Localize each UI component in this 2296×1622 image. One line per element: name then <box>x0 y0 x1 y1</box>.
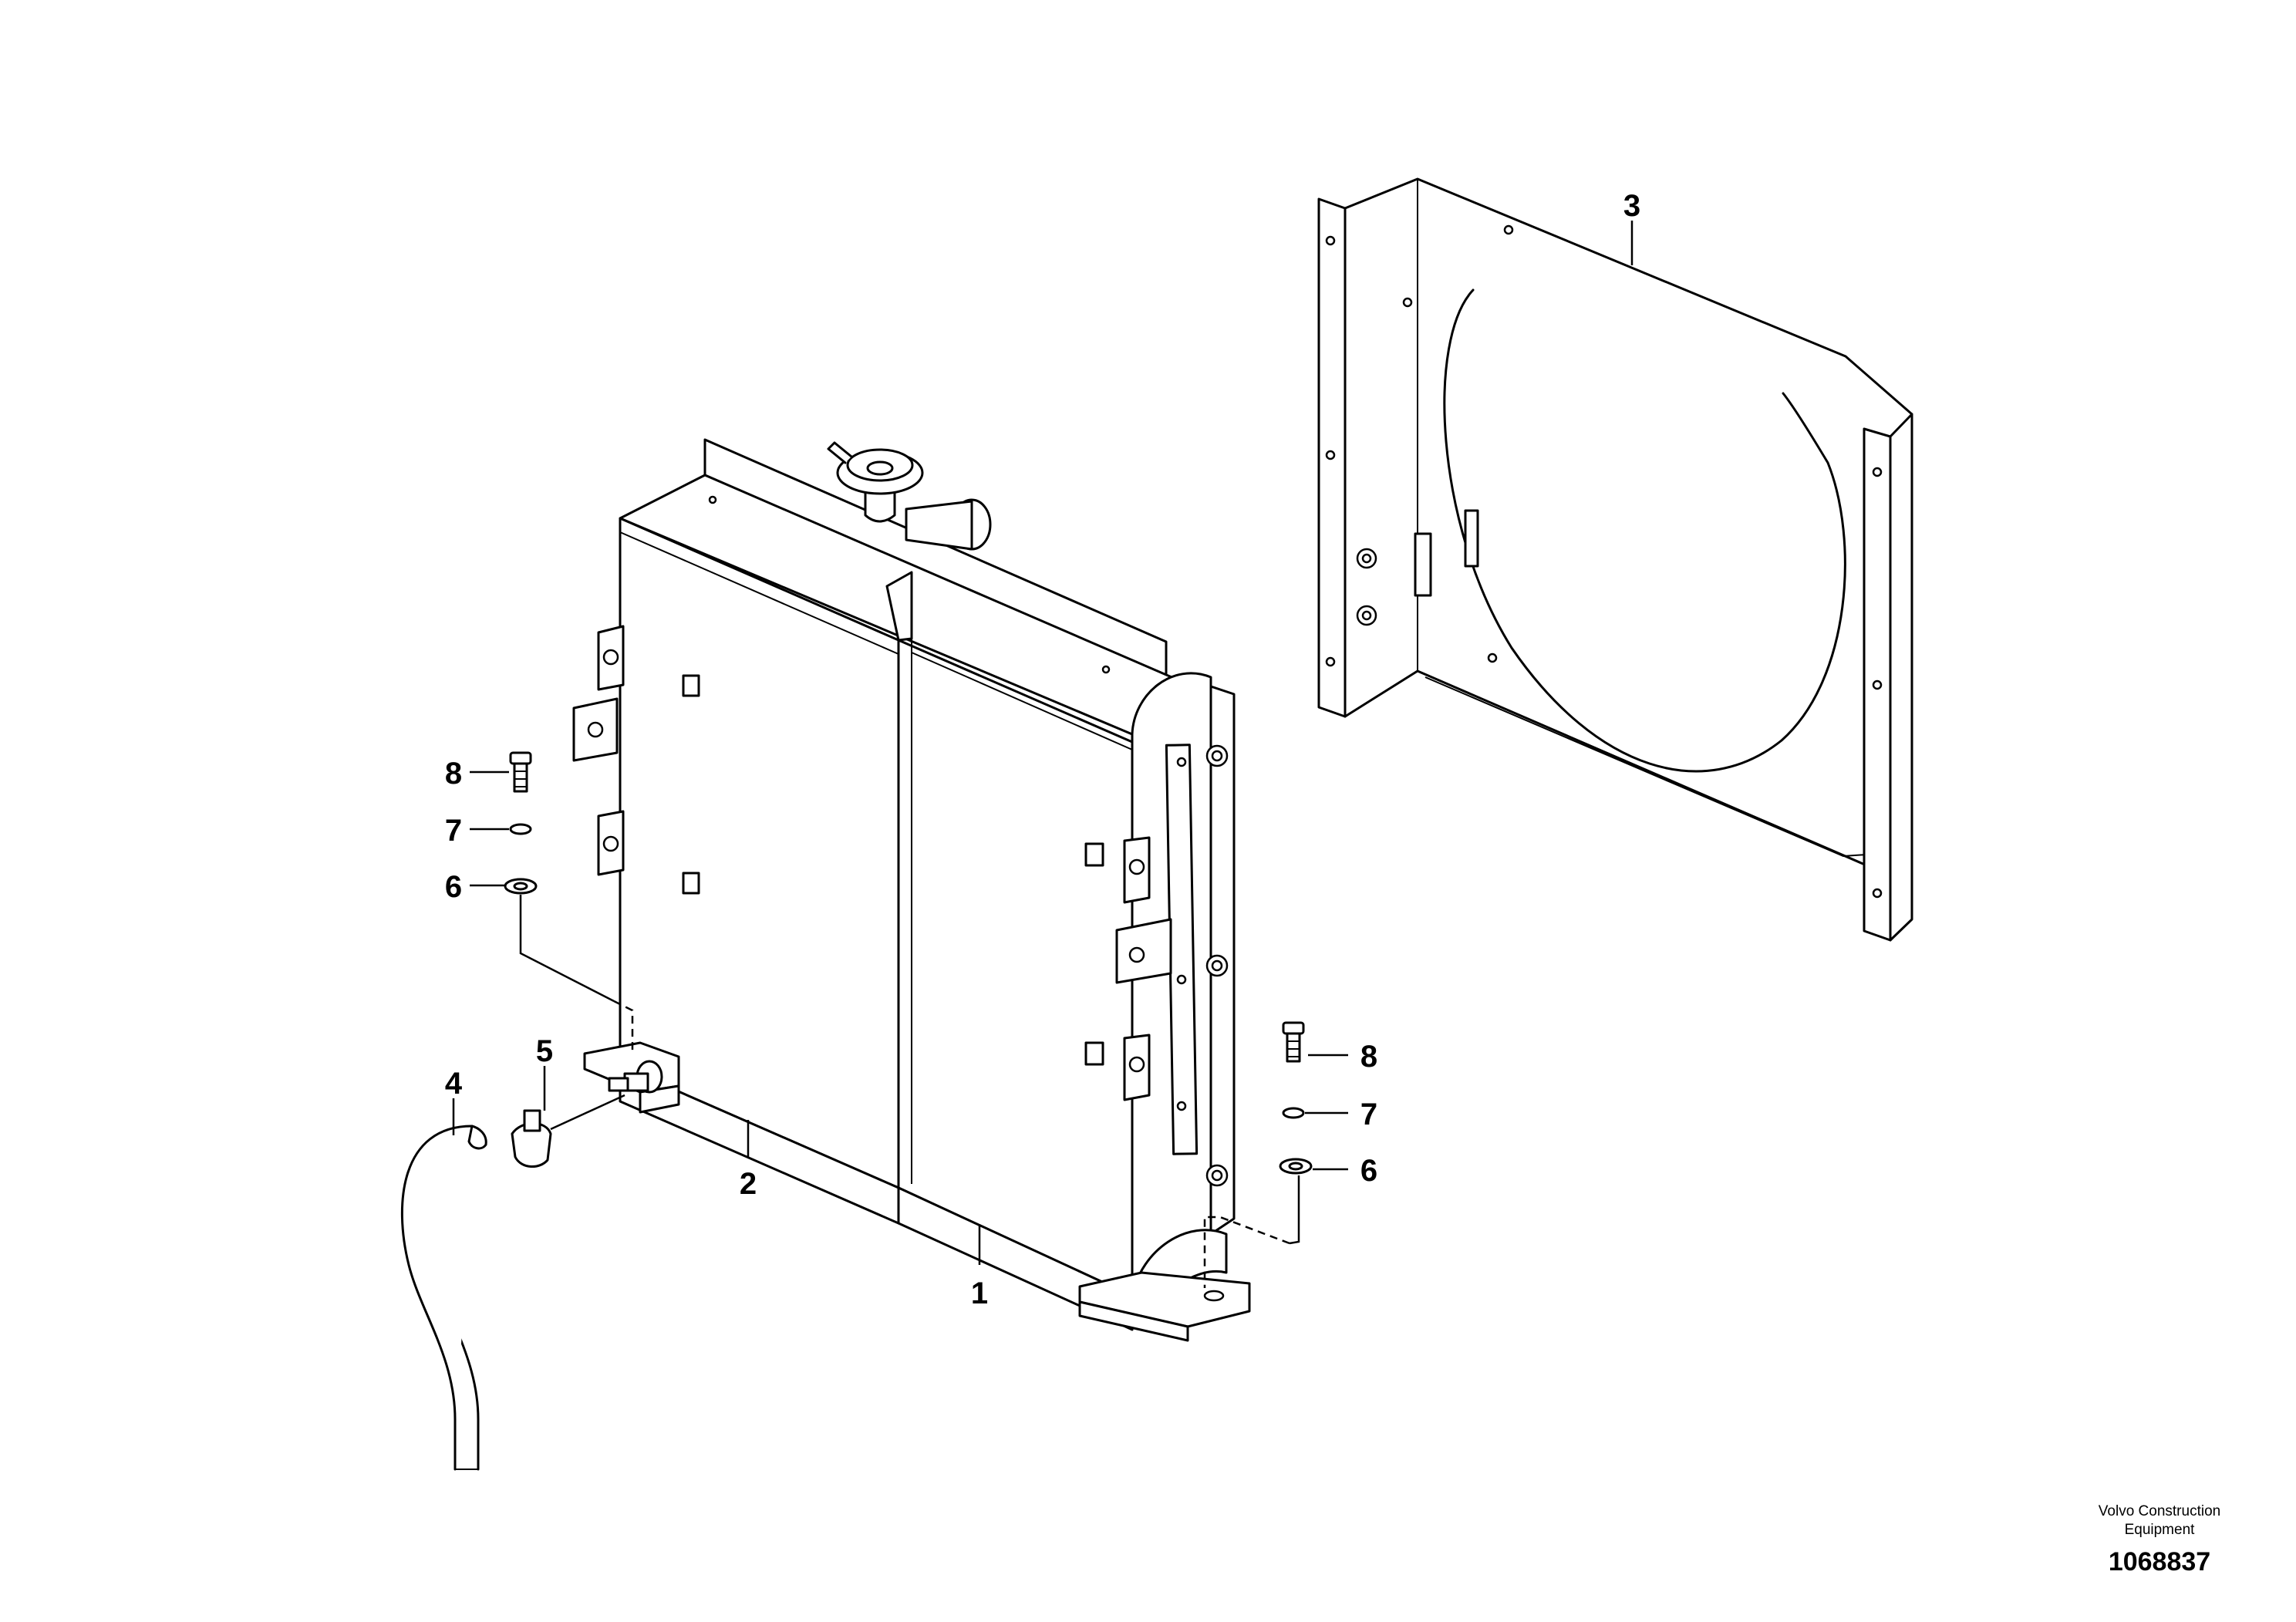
brand-line-1: Volvo Construction <box>2098 1503 2221 1519</box>
callout-1: 1 <box>971 1276 988 1310</box>
callout-3: 3 <box>1623 189 1640 223</box>
lock-washer-left <box>509 823 532 835</box>
callout-4: 4 <box>445 1067 463 1101</box>
callout-5: 5 <box>536 1034 553 1068</box>
callout-2: 2 <box>740 1167 757 1201</box>
flat-washer-left <box>504 878 538 895</box>
radiator-assembly <box>572 438 1251 1342</box>
callout-8-right: 8 <box>1360 1040 1377 1074</box>
brand-label: Volvo Construction Equipment <box>2052 1502 2267 1539</box>
bolt-right <box>1282 1021 1305 1063</box>
radiator-cap <box>827 441 992 551</box>
callout-6-right: 6 <box>1360 1154 1377 1188</box>
fan-shroud <box>1317 177 1913 942</box>
drain-cock <box>608 1060 663 1094</box>
leader-lines <box>452 221 1633 1265</box>
callout-7-right: 7 <box>1360 1098 1377 1131</box>
callout-6-left: 6 <box>445 870 462 904</box>
tank-bolts <box>1205 744 1229 1187</box>
document-number: 1068837 <box>2108 1547 2211 1576</box>
hose-clamp <box>511 1109 552 1168</box>
callout-7-left: 7 <box>445 814 462 848</box>
drain-hose <box>400 1125 487 1471</box>
callouts: 1 2 3 4 5 8 7 6 8 7 6 <box>445 189 1640 1310</box>
bolt-left <box>509 751 532 793</box>
lock-washer-right <box>1282 1107 1305 1119</box>
flat-washer-right <box>1279 1158 1313 1175</box>
brand-line-2: Equipment <box>2124 1522 2195 1538</box>
assembly-lines <box>519 895 1300 1288</box>
callout-8-left: 8 <box>445 757 462 791</box>
